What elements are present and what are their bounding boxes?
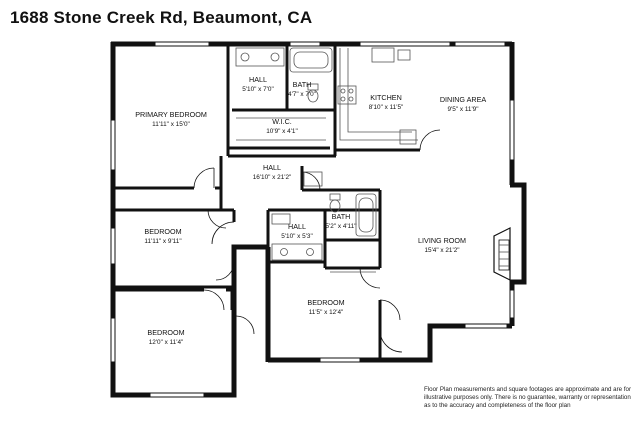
- interior-walls: [113, 44, 420, 360]
- room-labels: PRIMARY BEDROOM 11'11" x 15'0" HALL 5'10…: [135, 75, 486, 346]
- room-dims: 10'9" x 4'1": [266, 128, 298, 135]
- room-dims: 16'10" x 21'2": [253, 174, 292, 181]
- floor-plan-title: 1688 Stone Creek Rd, Beaumont, CA: [10, 8, 313, 27]
- room-dims: 9'5" x 11'9": [447, 106, 478, 113]
- room-dims: 11'5" x 12'4": [309, 309, 344, 316]
- room-name: DINING AREA: [440, 95, 487, 104]
- room-name: HALL: [249, 75, 267, 84]
- disclaimer-note: Floor Plan measurements and square foota…: [424, 386, 636, 411]
- room-name: BEDROOM: [307, 298, 344, 307]
- room-name: HALL: [288, 222, 306, 231]
- room-dims: 4'7" x 7'0": [288, 91, 316, 98]
- room-name: BEDROOM: [147, 328, 184, 337]
- room-name: BATH: [332, 212, 351, 221]
- room-dims: 5'2" x 4'11": [325, 223, 356, 230]
- room-name: BEDROOM: [144, 227, 181, 236]
- disclaimer-line: Floor Plan measurements and square foota…: [424, 386, 632, 393]
- room-name: PRIMARY BEDROOM: [135, 110, 207, 119]
- room-dims: 5'10" x 5'3": [281, 233, 313, 240]
- room-name: LIVING ROOM: [418, 236, 466, 245]
- room-name: HALL: [263, 163, 281, 172]
- room-dims: 5'10" x 7'0": [242, 86, 274, 93]
- room-name: W.I.C.: [272, 117, 292, 126]
- disclaimer-line: illustrative purposes only. There is no …: [424, 394, 631, 402]
- room-dims: 8'10" x 11'5": [369, 104, 404, 111]
- windows: [110, 41, 515, 398]
- room-name: KITCHEN: [370, 93, 402, 102]
- room-dims: 12'0" x 11'4": [149, 339, 184, 346]
- room-dims: 15'4" x 21'2": [424, 247, 459, 254]
- room-dims: 11'11" x 15'0": [152, 121, 190, 128]
- disclaimer-line: as to the accuracy and completeness of t…: [424, 402, 571, 410]
- room-dims: 11'11" x 9'11": [144, 238, 181, 245]
- room-name: BATH: [293, 80, 312, 89]
- doors: [193, 129, 441, 353]
- fixtures: [235, 47, 511, 281]
